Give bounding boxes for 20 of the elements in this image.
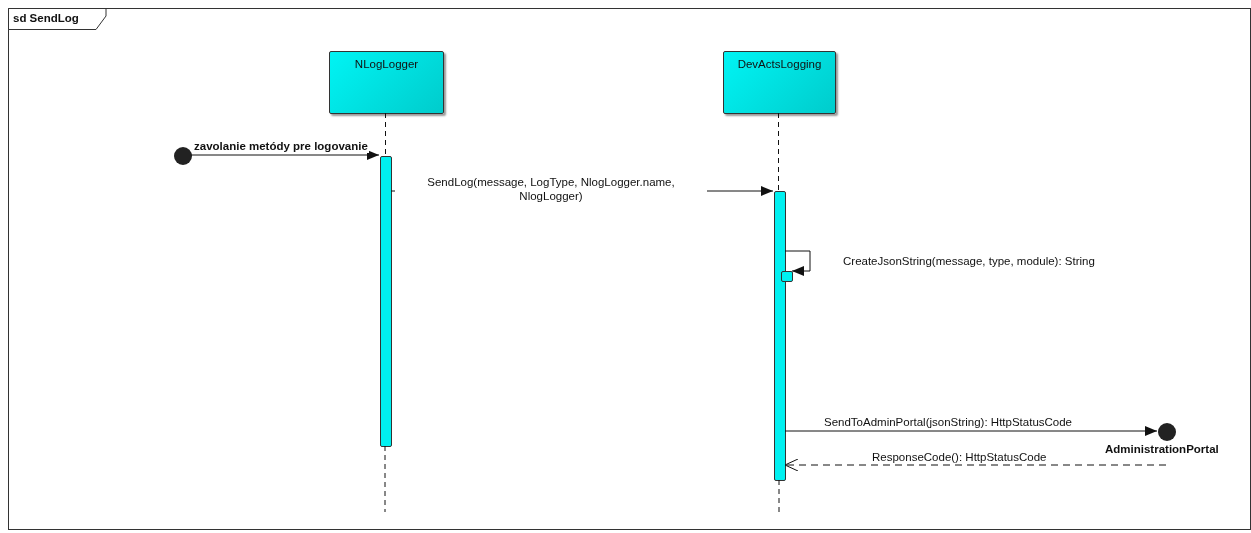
message-arrow: [784, 250, 811, 276]
message-arrow: [190, 150, 380, 160]
activation-bar: [380, 156, 392, 447]
lifeline: [385, 112, 386, 156]
frame: [8, 8, 1251, 530]
lifeline: [778, 112, 779, 191]
message-label: zavolanie metódy pre logovanie: [193, 139, 369, 153]
lifeline-head-box: NLogLogger: [329, 51, 444, 114]
message-arrow: [784, 426, 1158, 436]
participant-name: AdministrationPortal: [1105, 443, 1219, 455]
message-label: ResponseCode(): HttpStatusCode: [871, 450, 1048, 464]
nested-activation-box: [781, 271, 793, 282]
message-label: SendLog(message, LogType, NlogLogger.name, NlogLogger): [395, 175, 707, 203]
start-dot: [174, 147, 192, 165]
activation-bar: [774, 191, 786, 481]
return-message-arrow: [784, 458, 1167, 472]
frame-title: sd SendLog: [13, 12, 79, 24]
message-label: CreateJsonString(message, type, module): String: [842, 254, 1096, 268]
message-label: SendToAdminPortal(jsonString): HttpStatusCode: [823, 415, 1073, 429]
lifeline-head-box: DevActsLogging: [723, 51, 836, 114]
